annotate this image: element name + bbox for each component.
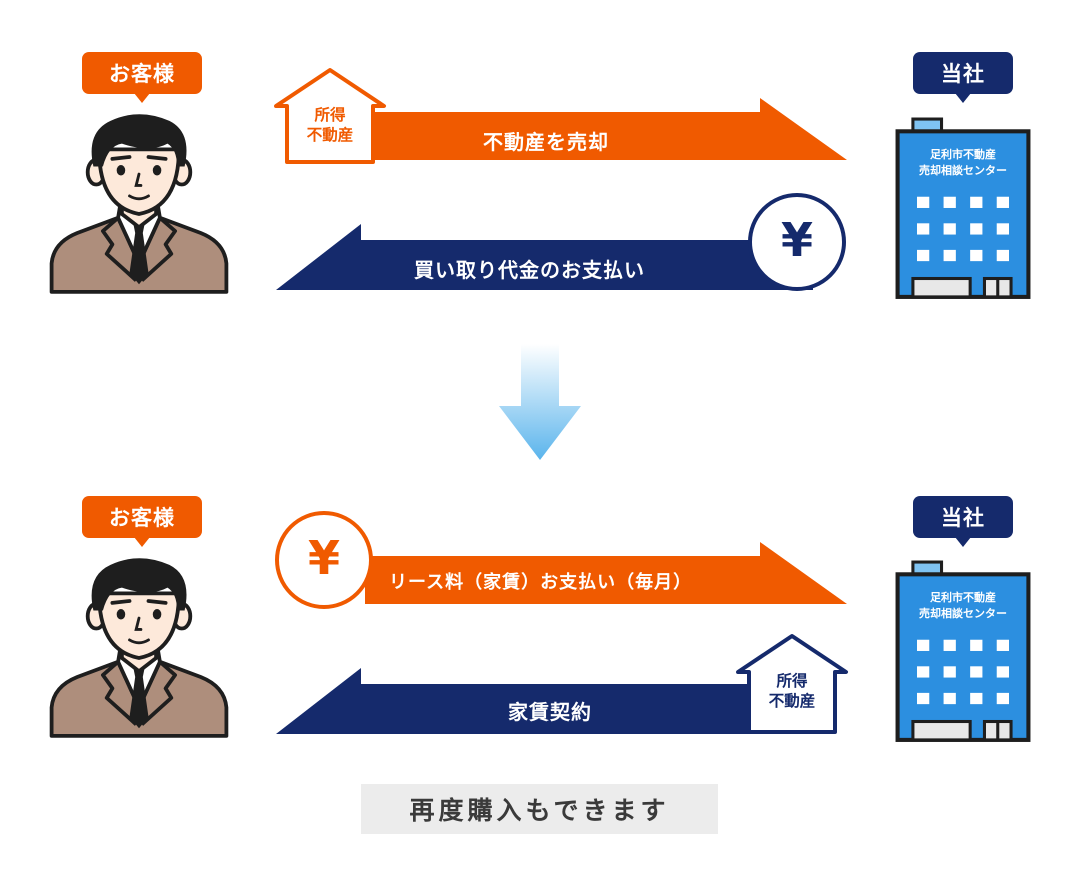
house-label-top: 所得 不動産	[306, 106, 354, 144]
sell-property-label: 不動産を売却	[483, 130, 609, 154]
building-name-line1: 足利市不動産	[930, 148, 996, 161]
lease-payment-label: リース料（家賃）お支払い（毎月）	[389, 572, 693, 593]
rental-contract-label: 家賃契約	[508, 700, 592, 724]
company-label-top: 当社	[913, 52, 1013, 103]
customer-person-icon	[44, 552, 234, 744]
customer-label-bottom: お客様	[82, 496, 202, 547]
sell-property-arrow	[365, 98, 847, 160]
house-icon	[736, 634, 848, 734]
purchase-payment-arrow	[276, 224, 813, 290]
company-label-bottom: 当社	[913, 496, 1013, 547]
company-building-icon: 足利市不動産 売却相談センター	[894, 560, 1032, 744]
house-label-bottom: 所得 不動産	[768, 672, 816, 710]
building-name-line2: 売却相談センター	[919, 607, 1007, 620]
rental-contract-arrow	[276, 668, 813, 734]
yen-coin-icon	[275, 511, 373, 609]
yen-symbol-bottom: ¥	[307, 531, 340, 585]
customer-label-top: お客様	[82, 52, 202, 103]
repurchase-note: 再度購入もできます	[361, 784, 718, 834]
building-name-line2: 売却相談センター	[919, 164, 1007, 177]
purchase-payment-label: 買い取り代金のお支払い	[414, 258, 645, 282]
building-name-line1: 足利市不動産	[930, 591, 996, 604]
company-building-icon: 足利市不動産 売却相談センター	[894, 117, 1032, 301]
down-arrow-icon	[499, 344, 581, 460]
lease-payment-arrow	[365, 542, 847, 604]
customer-person-icon	[44, 108, 234, 300]
yen-coin-icon	[748, 193, 846, 291]
house-icon	[274, 68, 386, 164]
yen-symbol-top: ¥	[780, 213, 813, 267]
